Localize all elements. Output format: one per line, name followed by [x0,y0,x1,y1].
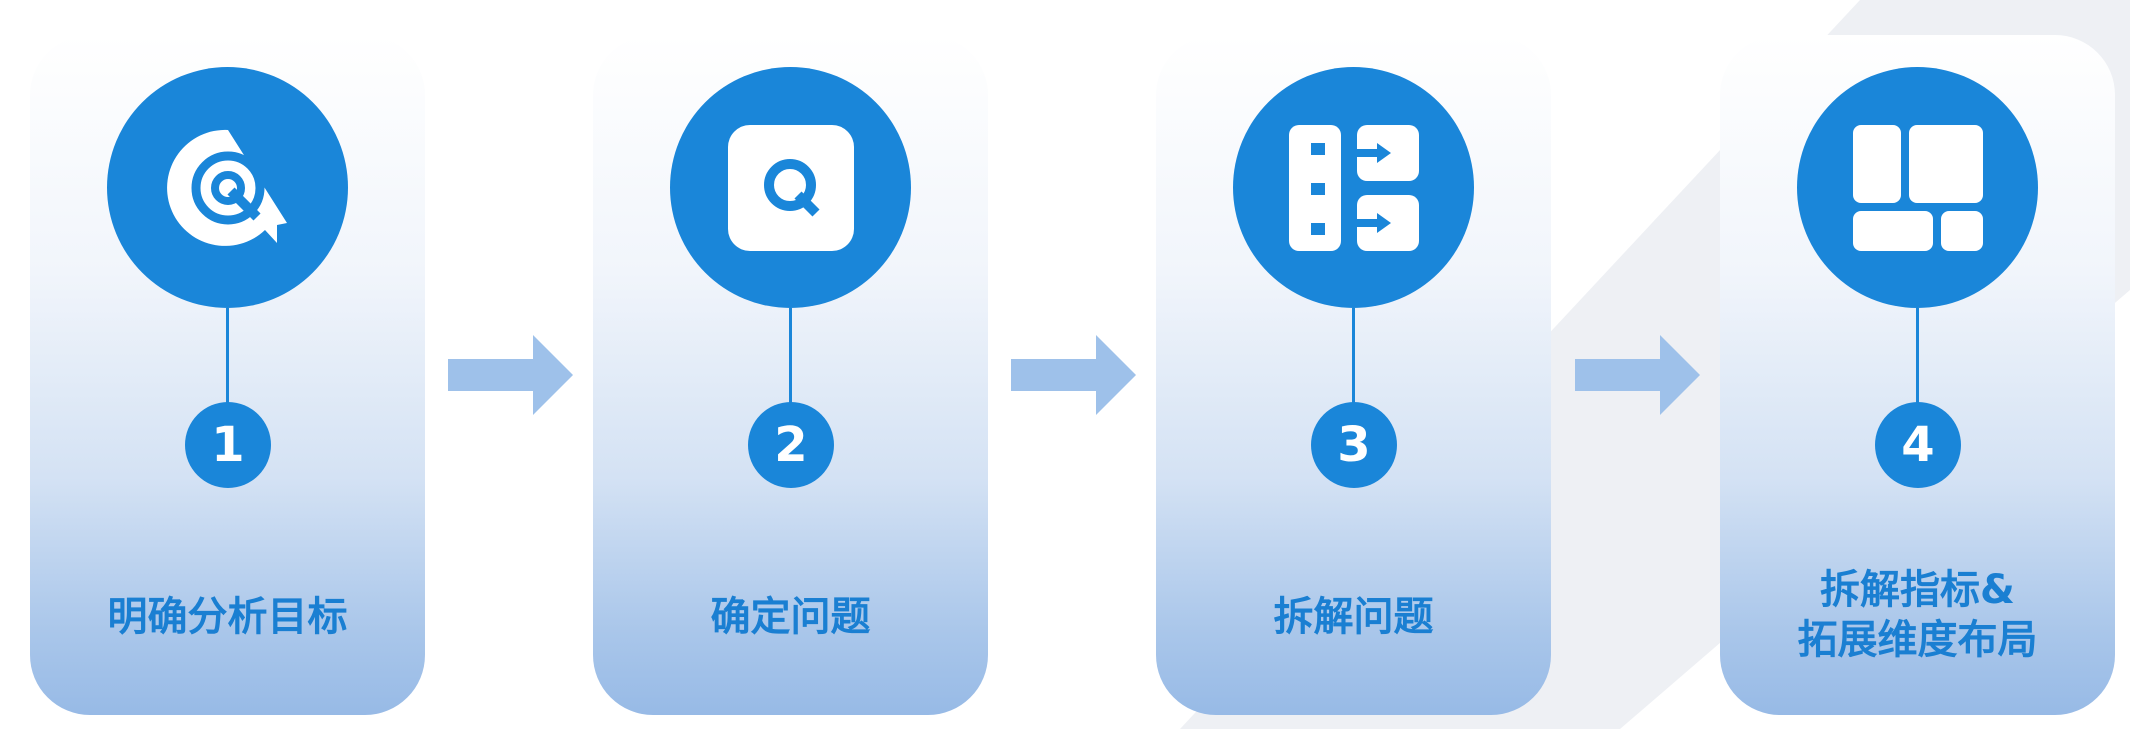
step-card-3: 3 拆解问题 [1156,35,1551,715]
step-number-badge: 3 [1311,402,1397,488]
step-card-2: 2 确定问题 [593,35,988,715]
connector-line [1352,308,1355,404]
step-label-line-1: 拆解指标& [1820,567,2015,613]
arrow-right-icon [448,335,573,415]
target-icon [107,67,348,308]
arrow-right-icon [1011,335,1136,415]
step-label: 拆解指标& 拓展维度布局 [1720,565,2115,665]
split-icon [1233,67,1474,308]
step-label: 确定问题 [710,594,871,640]
connector-line [1916,308,1919,404]
connector-line [226,308,229,404]
step-number-badge: 1 [185,402,271,488]
step-card-4: 4 拆解指标& 拓展维度布局 [1720,35,2115,715]
step-label: 明确分析目标 [107,594,348,640]
step-card-1: 1 明确分析目标 [30,35,425,715]
step-label: 拆解问题 [1273,594,1434,640]
connector-line [789,308,792,404]
step-number-badge: 2 [748,402,834,488]
arrow-right-icon [1575,335,1700,415]
question-icon [670,67,911,308]
step-number-badge: 4 [1875,402,1961,488]
layout-icon [1797,67,2038,308]
step-label-line-2: 拓展维度布局 [1797,617,2038,663]
